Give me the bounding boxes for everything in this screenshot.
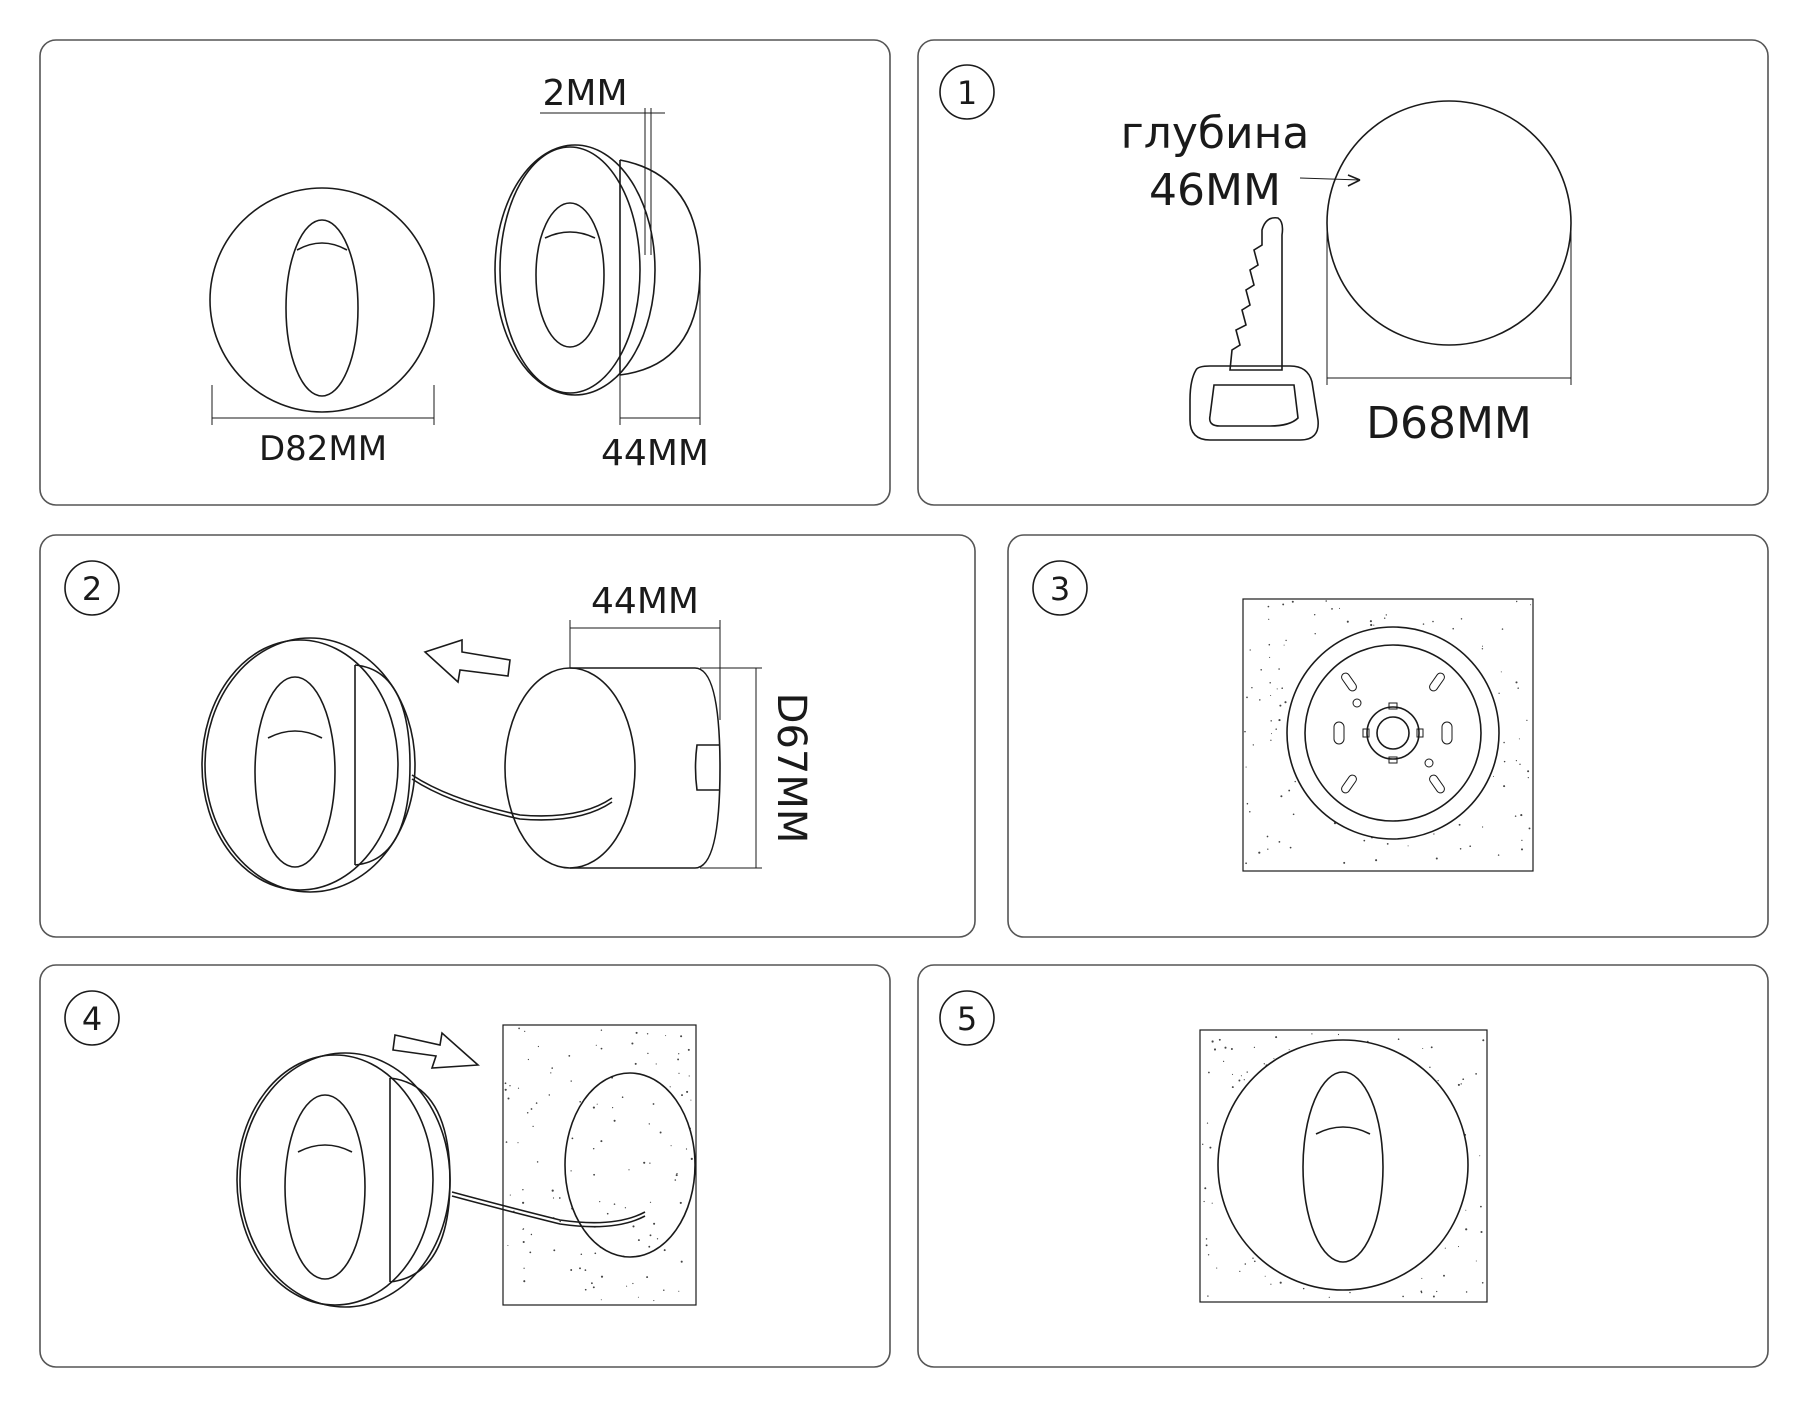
housing-top-view [1286,626,1500,840]
panel-step-1: 1 глубина 46MM D68MM [917,39,1769,506]
step-number-1: 1 [957,74,977,112]
dimension-2mm: 2MM [540,73,665,255]
panel-step-4: 4 [39,964,891,1368]
panel-overview: D82MM 2MM 44MM [39,39,891,506]
label-depth: глубина [1121,108,1310,159]
panel-step-3: 3 [1007,534,1769,938]
label-2mm: 2MM [542,73,627,114]
step-number-4: 4 [82,1000,102,1038]
dimension-44mm-housing: 44MM [569,581,721,720]
step-number-3: 3 [1050,570,1070,608]
step-number-5: 5 [957,1000,977,1038]
label-d82mm: D82MM [259,429,387,469]
lamp-side-view [494,144,701,396]
hole-circle [1326,100,1572,346]
step-number-2: 2 [82,570,102,608]
hole-saw-icon [1189,216,1319,441]
dimension-44mm-side: 44MM [601,275,709,474]
label-44mm-side: 44MM [601,433,709,474]
arrow-right-icon [392,1031,480,1069]
lamp-inserting [236,1052,646,1308]
wall-section-4 [502,1024,697,1306]
label-d67mm: D67MM [768,693,814,844]
panel-step-5: 5 [917,964,1769,1368]
label-46mm: 46MM [1149,165,1281,216]
dimension-d67: D67MM [700,667,814,869]
dimension-d68: D68MM [1326,230,1572,449]
lamp-front-view [209,187,435,413]
lamp-installed [1217,1039,1469,1291]
panel-step-2: 2 44MM [39,534,976,938]
label-44mm-housing: 44MM [591,581,699,622]
lamp-with-cable [201,637,613,893]
dimension-d82: D82MM [211,385,435,469]
arrow-left-icon [423,638,511,684]
label-d68mm: D68MM [1366,398,1532,449]
